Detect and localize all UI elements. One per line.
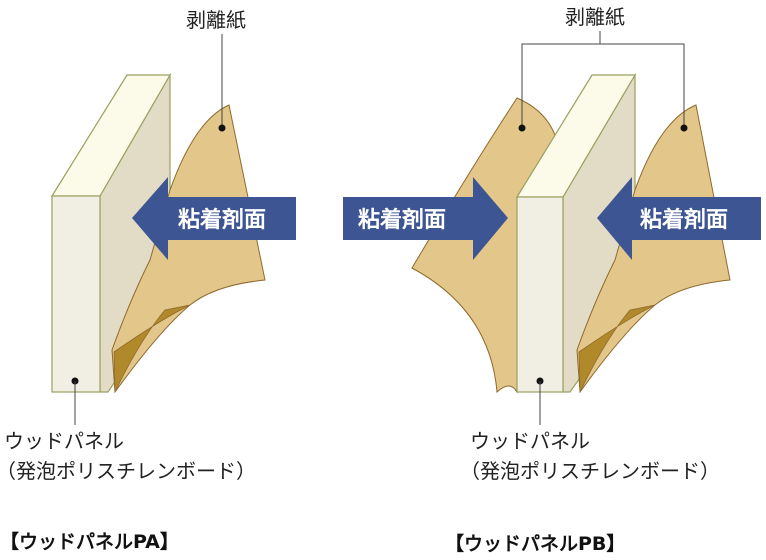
panel-sub-label: （発泡ポリスチレンボード） [0, 459, 256, 483]
adhesive-arrow-left [343, 177, 508, 260]
panel-sub-label: （発泡ポリスチレンボード） [460, 459, 720, 483]
panel-label: ウッドパネル [470, 429, 590, 453]
release-paper-underside [578, 304, 656, 393]
release-paper [111, 104, 266, 394]
leader-dot [218, 124, 226, 132]
release-paper-label: 剥離紙 [565, 5, 625, 29]
leader-dot [518, 124, 526, 132]
panel-front [51, 195, 101, 393]
adhesive-label: 粘着剤面 [178, 207, 266, 233]
release-paper-label: 剥離紙 [186, 8, 246, 32]
adhesive-arrow [132, 177, 296, 260]
panel-front [516, 196, 564, 393]
leader-bracket [521, 43, 685, 128]
adhesive-arrow-right [597, 177, 761, 260]
release-paper-right [576, 104, 731, 394]
leader-dot [680, 124, 688, 132]
caption-pb: 【ウッドパネルPB】 [445, 532, 625, 555]
release-paper-underside [113, 304, 191, 393]
diagram-pb: 粘着剤面 粘着剤面 剥離紙 ウッドパネル （発泡ポリスチレンボード） 【ウッドパ… [343, 5, 761, 555]
caption-pa: 【ウッドパネルPA】 [0, 530, 179, 553]
diagram-pa: 粘着剤面 剥離紙 ウッドパネル （発泡ポリスチレンボード） 【ウッドパネルPA】 [0, 8, 296, 553]
adhesive-label-left: 粘着剤面 [358, 207, 446, 233]
adhesive-label-right: 粘着剤面 [640, 207, 728, 233]
panel-label: ウッドパネル [4, 429, 124, 453]
